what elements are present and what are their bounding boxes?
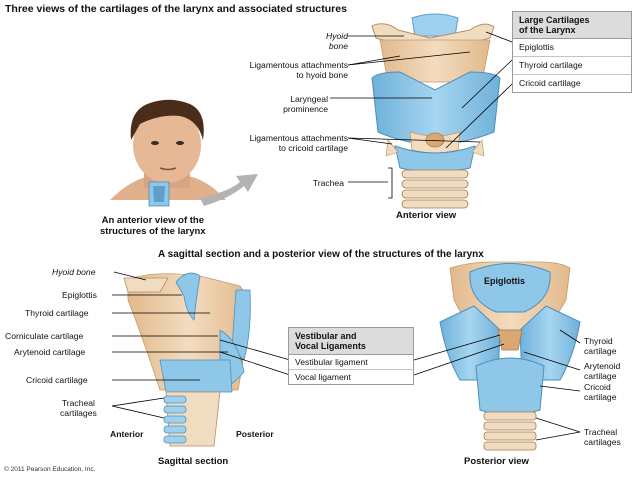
label-post-tracheal-line2: cartilages: [584, 437, 621, 447]
label-lig-cricoid-line1: Ligamentous attachments: [249, 133, 348, 143]
label-posterior: Posterior: [236, 429, 274, 439]
legend-header-line1: Large Cartilages: [519, 15, 590, 25]
person-caption-line2: structures of the larynx: [100, 226, 206, 237]
label-prominence-line1: Laryngeal: [290, 94, 328, 104]
label-post-thyroid-line2: cartilage: [584, 346, 617, 356]
posterior-caption: Posterior view: [464, 456, 529, 467]
person-caption-line1: An anterior view of the: [101, 215, 204, 226]
label-trachea: Trachea: [312, 178, 344, 188]
label-sag-tracheal-line2: cartilages: [60, 408, 97, 418]
legend-item-thyroid: Thyroid cartilage: [513, 57, 631, 75]
label-post-cricoid-line1: Cricoid: [584, 382, 611, 392]
sagittal-caption: Sagittal section: [158, 456, 229, 467]
ligaments-legend: Vestibular and Vocal Ligaments Vestibula…: [288, 327, 414, 385]
label-hyoid-bone: Hyoid bone: [326, 31, 348, 51]
label-sag-thyroid: Thyroid cartilage: [25, 308, 89, 318]
anterior-view-caption: Anterior view: [396, 210, 457, 221]
label-laryngeal-prominence: Laryngeal prominence: [283, 94, 328, 114]
label-post-arytenoid-line1: Arytenoid: [584, 361, 621, 371]
label-post-tracheal: Tracheal cartilages: [584, 427, 621, 447]
label-post-epiglottis: Epiglottis: [484, 276, 525, 286]
label-prominence-line2: prominence: [283, 104, 328, 114]
legend-header-line2: of the Larynx: [519, 25, 576, 35]
label-sag-corniculate: Corniculate cartilage: [5, 331, 84, 341]
legend-item-vestibular: Vestibular ligament: [289, 355, 413, 370]
legend-item-vocal: Vocal ligament: [289, 370, 413, 384]
label-post-cricoid-line2: cartilage: [584, 392, 617, 402]
person-caption: An anterior view of the structures of th…: [100, 215, 206, 237]
label-post-thyroid-line1: Thyroid: [584, 336, 613, 346]
pointer-arrow: [200, 174, 258, 206]
ligaments-header-line2: Vocal Ligaments: [295, 341, 366, 351]
label-lig-hyoid-line1: Ligamentous attachments: [249, 60, 348, 70]
top-figure-title: Three views of the cartilages of the lar…: [5, 3, 347, 15]
label-lig-hyoid-line2: to hyoid bone: [296, 70, 348, 80]
large-cartilages-legend-header: Large Cartilages of the Larynx: [513, 12, 631, 39]
large-cartilages-legend: Large Cartilages of the Larynx Epiglotti…: [512, 11, 632, 93]
label-post-cricoid: Cricoid cartilage: [584, 382, 616, 402]
sagittal-larynx: [123, 272, 251, 447]
label-sag-arytenoid: Arytenoid cartilage: [14, 347, 86, 357]
label-hyoid-line1: Hyoid: [326, 31, 348, 41]
label-sag-tracheal-line1: Tracheal: [61, 398, 95, 408]
label-sag-epiglottis: Epiglottis: [62, 290, 97, 300]
bottom-figure-title: A sagittal section and a posterior view …: [158, 249, 484, 260]
anterior-larynx: [371, 13, 501, 209]
label-post-tracheal-line1: Tracheal: [584, 427, 618, 437]
legend-item-epiglottis: Epiglottis: [513, 39, 631, 57]
label-post-thyroid: Thyroid cartilage: [584, 336, 616, 356]
ligaments-header-line1: Vestibular and: [295, 331, 357, 341]
label-sag-hyoid: Hyoid bone: [52, 267, 96, 277]
label-post-arytenoid: Arytenoid cartilage: [584, 361, 620, 381]
label-anterior: Anterior: [110, 429, 144, 439]
label-lig-cricoid: Ligamentous attachments to cricoid carti…: [250, 133, 348, 153]
ligaments-legend-header: Vestibular and Vocal Ligaments: [289, 328, 413, 355]
person-illustration: [110, 99, 226, 207]
copyright-notice: © 2011 Pearson Education, Inc.: [4, 466, 96, 473]
label-sag-tracheal: Tracheal cartilages: [60, 398, 97, 418]
legend-item-cricoid: Cricoid cartilage: [513, 75, 631, 92]
posterior-larynx: [439, 261, 581, 451]
label-hyoid-line2: bone: [328, 41, 348, 51]
label-lig-hyoid: Ligamentous attachments to hyoid bone: [250, 60, 348, 80]
label-lig-cricoid-line2: to cricoid cartilage: [278, 143, 348, 153]
leader-lines: [111, 31, 581, 441]
label-post-arytenoid-line2: cartilage: [584, 371, 617, 381]
label-sag-cricoid: Cricoid cartilage: [26, 375, 88, 385]
